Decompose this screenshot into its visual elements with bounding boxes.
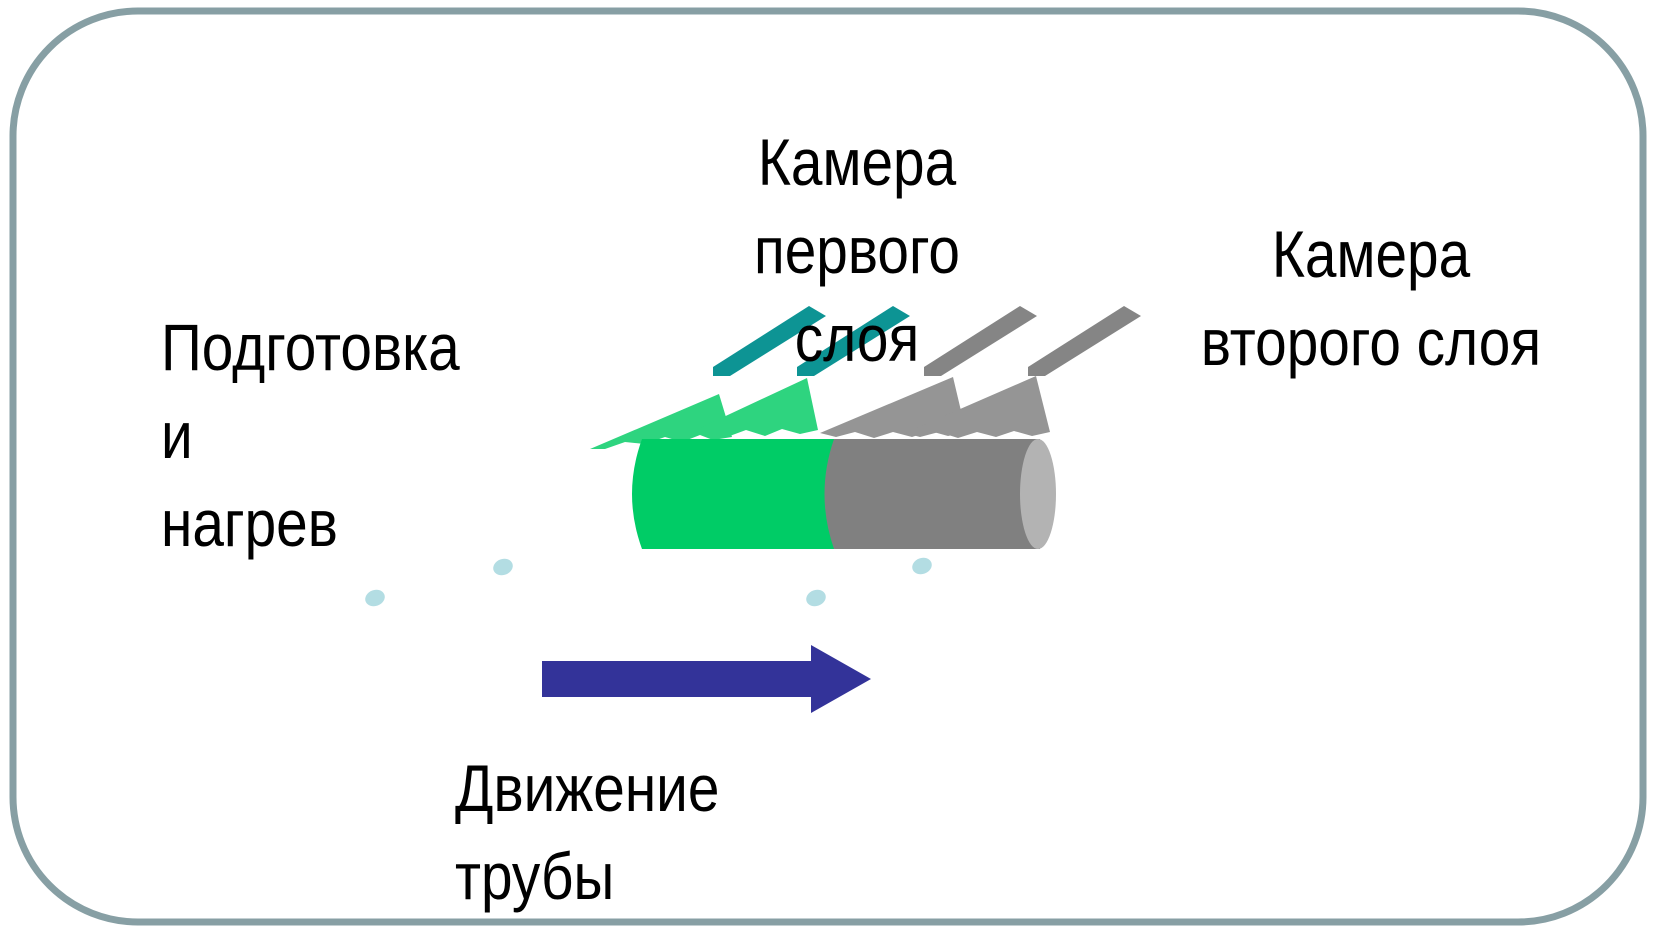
pipe-green-section [632, 439, 834, 549]
pipe-gray-section [820, 439, 1040, 549]
label-preparation-line-3: нагрев [161, 486, 338, 560]
pipe [632, 439, 1056, 549]
label-preparation-line-2: и [161, 398, 193, 472]
label-preparation-line-1: Подготовка [161, 310, 460, 384]
label-first-chamber-line-2: первого [754, 213, 960, 287]
second-nozzle-left [924, 306, 1037, 376]
label-movement-line-1: Движение [455, 751, 720, 825]
label-movement-line-2: трубы [455, 839, 615, 913]
first-spray-fan-left [590, 394, 732, 449]
label-second-chamber-line-2: второго слоя [1200, 305, 1542, 379]
droplet [912, 557, 932, 575]
first-chamber-nozzles [713, 306, 910, 376]
droplet [365, 589, 385, 607]
first-nozzle-left [713, 306, 826, 376]
first-spray-fan-right [700, 378, 818, 437]
pipe-end [1020, 439, 1056, 549]
second-spray-fan-right [905, 376, 1050, 438]
pipe-direction-arrow [542, 645, 871, 713]
droplet [806, 589, 826, 607]
label-first-chamber-line-3: слоя [794, 301, 920, 375]
second-chamber-nozzles [924, 306, 1141, 376]
second-layer-spray [820, 376, 1050, 438]
label-second-chamber: Камера второго слоя [1185, 210, 1557, 386]
label-first-chamber-line-1: Камера [757, 125, 957, 199]
first-nozzle-right [797, 306, 910, 376]
label-second-chamber-line-1: Камера [1271, 217, 1471, 291]
label-pipe-movement: Движение трубы [455, 744, 719, 920]
spray-droplets [365, 557, 932, 607]
label-preparation-heating: Подготовка и нагрев [161, 303, 460, 567]
droplet [493, 558, 513, 576]
first-layer-spray [590, 378, 818, 449]
second-nozzle-right [1028, 306, 1141, 376]
label-first-chamber: Камера первого слоя [743, 118, 972, 382]
